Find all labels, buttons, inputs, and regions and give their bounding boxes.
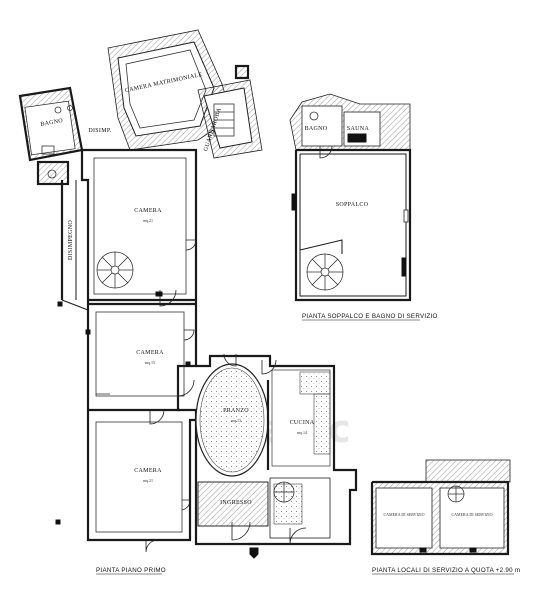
label-pranzo: PRANZO: [223, 408, 249, 414]
label-camera-1-area: mq.21: [143, 218, 153, 223]
label-camera-3: CAMERA: [134, 468, 162, 474]
label-camera-2: CAMERA: [136, 350, 164, 356]
label-soppalco: SOPPALCO: [336, 202, 369, 208]
label-disimpegno: DISIMPEGNO: [68, 220, 74, 260]
main-floor-plan: [18, 29, 358, 559]
label-camera-servizio-2: CAMERA DI SERVIZIO: [451, 512, 492, 517]
label-camera-2-area: mq.15: [145, 360, 155, 365]
soppalco-plan: [289, 93, 412, 302]
label-camera-servizio-1: CAMERA DI SERVIZIO: [383, 512, 424, 517]
plan-captions: PIANTA PIANO PRIMO PIANTA SOPPALCO E BAG…: [96, 313, 520, 575]
caption-soppalco: PIANTA SOPPALCO E BAGNO DI SERVIZIO: [302, 313, 438, 320]
label-sauna: SAUNA: [347, 126, 370, 132]
label-camera-3-area: mq.21: [143, 478, 153, 483]
caption-locali-servizio: PIANTA LOCALI DI SERVIZIO A QUOTA +2.90 …: [372, 567, 520, 574]
label-cucina-area: mq.14: [297, 430, 307, 435]
label-soppalco-bagno: BAGNO: [305, 126, 328, 132]
label-pranzo-area: mq.13: [231, 418, 241, 423]
label-camera-1: CAMERA: [134, 208, 162, 214]
label-disimp: DISIMP.: [88, 128, 111, 134]
label-ingresso: INGRESSO: [220, 500, 252, 506]
caption-piano-primo: PIANTA PIANO PRIMO: [96, 567, 166, 574]
label-cucina: CUCINA: [290, 420, 315, 426]
label-bagno: BAGNO: [40, 118, 64, 128]
locali-servizio-plan: [370, 459, 511, 556]
